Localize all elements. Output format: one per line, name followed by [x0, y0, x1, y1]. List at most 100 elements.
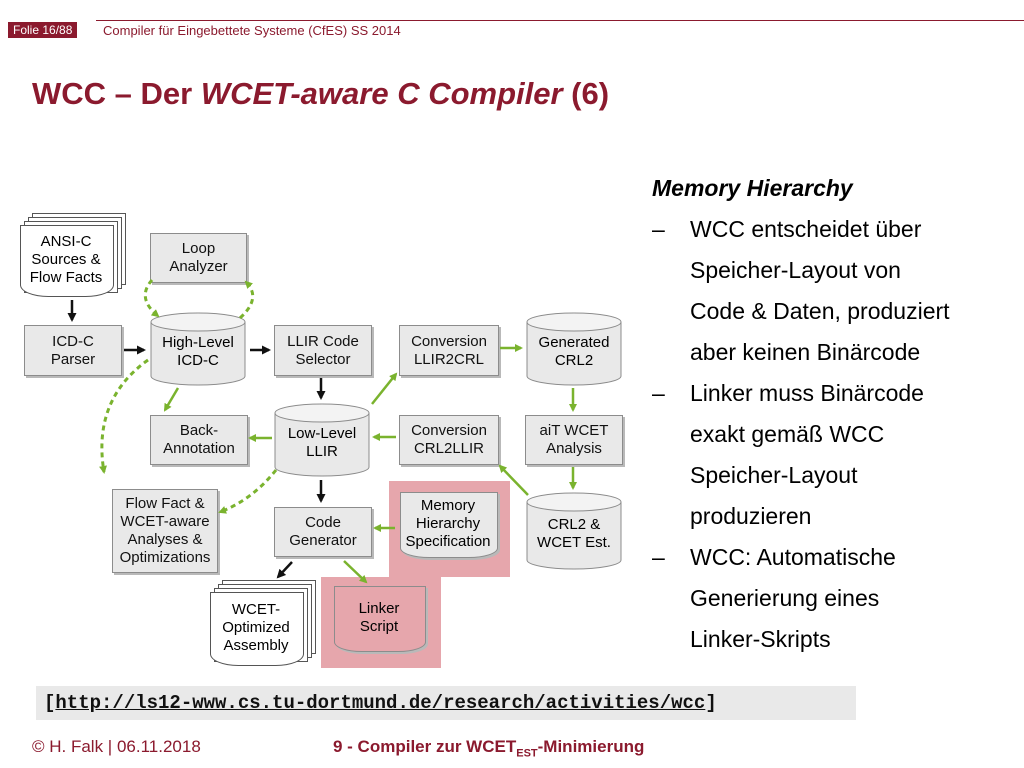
lecture-title-sub: EST	[516, 747, 538, 760]
icdc-parser-line-1: ICD-C	[52, 332, 94, 350]
title-italic: WCET-aware C Compiler	[200, 76, 563, 111]
slide-header: Folie 16/88 Compiler für Eingebettete Sy…	[0, 0, 1024, 44]
wcet-asm-line-1: WCET-	[231, 601, 281, 618]
flow-fact-line-3: Analyses &	[127, 531, 203, 548]
bullet-dash: –	[652, 544, 665, 570]
back-annotation-line-1: Back-	[179, 422, 219, 439]
wcet-asm-line-2: Optimized	[222, 619, 290, 636]
llir-selector-line-2: Selector	[295, 350, 351, 368]
bullet-1-line-2: Speicher-Layout von	[690, 257, 901, 283]
bullet-3-line-3: Linker-Skripts	[690, 626, 831, 652]
arrow-lowlevel-to-llir2crl	[371, 372, 398, 405]
slide-number: Folie 16/88	[8, 22, 78, 38]
crl2-est-line-2: WCET Est.	[537, 534, 611, 551]
bullet-2-line-1: Linker muss Binärcode	[690, 380, 924, 406]
cylinder-shape	[150, 312, 246, 386]
bullet-2-line-3: Speicher-Layout	[690, 462, 858, 488]
wcet-asm-line-3: Assembly	[223, 637, 289, 654]
lowlevel-to-flowfact	[218, 469, 278, 514]
bullet-1-line-1: WCC entscheidet über	[690, 216, 922, 242]
cylinder-shape	[274, 403, 370, 477]
bullet-3-line-2: Generierung eines	[690, 585, 880, 611]
bracket-open: [	[44, 692, 56, 714]
low-level-line-2: LLIR	[306, 443, 338, 460]
bullet-dash: –	[652, 380, 665, 406]
cylinder-shape	[526, 492, 622, 570]
memory-hierarchy-heading: Memory Hierarchy	[652, 175, 853, 201]
reference-link-box: [http://ls12-www.cs.tu-dortmund.de/resea…	[36, 686, 856, 720]
title-part-2: (6)	[562, 76, 610, 111]
course-title: Compiler für Eingebettete Systeme (CfES)…	[103, 23, 401, 38]
bullet-1-line-3: Code & Daten, produziert	[690, 298, 950, 324]
conv-llir2crl-line-1: Conversion	[411, 332, 487, 350]
conv-llir2crl-line-2: LLIR2CRL	[413, 350, 485, 368]
crl2-wcet-est-store: CRL2 &WCET Est.	[526, 492, 622, 570]
reference-link[interactable]: http://ls12-www.cs.tu-dortmund.de/resear…	[55, 692, 706, 714]
conv-crl2llir-line-2: CRL2LLIR	[413, 440, 485, 457]
footer-lecture-title: 9 - Compiler zur WCETEST-Minimierung	[333, 737, 644, 759]
generated-crl2-line-1: Generated	[538, 334, 610, 351]
code-gen-line-1: Code	[305, 514, 341, 531]
bullet-3-line-1: WCC: Automatische	[690, 544, 896, 570]
arrow-highlevel-to-backannotation	[163, 387, 180, 412]
llir-selector-line-1: LLIR Code	[287, 332, 359, 350]
lecture-title-main: 9 - Compiler zur WCET	[333, 737, 517, 756]
linker-script-line-1: Linker	[358, 600, 400, 617]
title-part-1: WCC – Der	[32, 76, 201, 111]
high-level-line-2: ICD-C	[177, 352, 219, 369]
bullet-3: – WCC: Automatische Generierung eines Li…	[652, 537, 1024, 660]
bullet-dash: –	[652, 216, 665, 242]
generated-crl2-line-2: CRL2	[554, 352, 594, 369]
sources-line-3: Flow Facts	[29, 269, 103, 286]
memory-spec-line-3: Specification	[405, 533, 491, 550]
bullet-2-line-4: produzieren	[690, 503, 812, 529]
cylinder-shape	[526, 312, 622, 386]
low-level-line-1: Low-Level	[287, 425, 357, 442]
reference-link-text: [http://ls12-www.cs.tu-dortmund.de/resea…	[44, 692, 717, 714]
bullet-1: – WCC entscheidet über Speicher-Layout v…	[652, 209, 1024, 373]
memory-spec-line-2: Hierarchy	[415, 515, 481, 532]
sources-line-1: ANSI-C	[40, 233, 92, 250]
memory-hierarchy-text: Memory Hierarchy – WCC entscheidet über …	[652, 168, 1024, 660]
loop-analyzer-line-2: Analyzer	[169, 258, 228, 275]
footer-author-date: © H. Falk | 06.11.2018	[32, 737, 201, 756]
bullet-2-line-2: exakt gemäß WCC	[690, 421, 885, 447]
flow-fact-line-4: Optimizations	[119, 549, 211, 566]
bullet-1-line-4: aber keinen Binärcode	[690, 339, 921, 365]
loop-analyzer-to-highlevel	[143, 279, 160, 318]
linker-script-line-2: Script	[359, 618, 399, 635]
ait-line-2: Analysis	[546, 440, 602, 457]
bullet-2: – Linker muss Binärcode exakt gemäß WCC …	[652, 373, 1024, 537]
bracket-close: ]	[705, 692, 717, 714]
icdc-parser-line-2: Parser	[50, 350, 96, 368]
back-annotation-box: Back-Annotation	[150, 415, 248, 465]
flow-fact-line-2: WCET-aware	[120, 513, 210, 530]
conv-crl2llir-line-1: Conversion	[411, 422, 487, 439]
highlevel-to-flowfact	[99, 358, 149, 474]
sources-line-2: Sources &	[31, 251, 101, 268]
crl2-est-line-1: CRL2 &	[547, 516, 601, 533]
memory-spec-line-1: Memory	[420, 497, 476, 514]
code-gen-line-2: Generator	[289, 532, 357, 549]
header-rule	[96, 20, 1024, 21]
lecture-title-end: -Minimierung	[537, 737, 645, 756]
ait-line-1: aiT WCET	[539, 422, 609, 439]
flow-fact-line-1: Flow Fact &	[125, 495, 205, 512]
high-level-line-1: High-Level	[162, 334, 234, 351]
arrow-codegen-to-assembly	[276, 561, 293, 579]
